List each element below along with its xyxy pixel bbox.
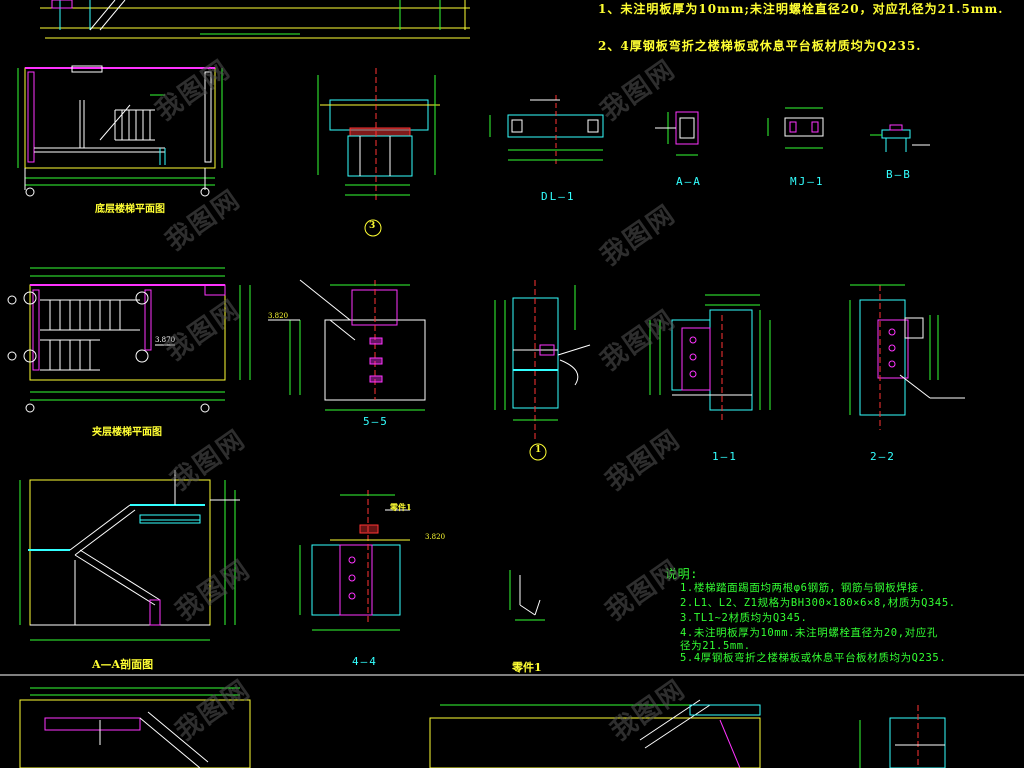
section-1-1: [649, 294, 771, 420]
top-partial-drawing: [40, 0, 470, 39]
label-4-4: 4—4: [352, 655, 378, 668]
label-section-aa: A—A剖面图: [92, 658, 154, 671]
notes-title: 说明:: [665, 567, 699, 581]
section-5-5: [268, 279, 426, 411]
label-a-a: A—A: [676, 175, 702, 188]
label-detail-3: 3: [369, 221, 376, 231]
detail-1: [494, 280, 591, 461]
ground-floor-plan: [17, 65, 223, 197]
bottom-drawing-right: [859, 705, 946, 768]
detail-mj-1: [767, 107, 824, 149]
elevation-3870: 3.870: [155, 336, 176, 344]
elevation-3820: 3.820: [268, 312, 289, 320]
label-2-2: 2—2: [870, 450, 896, 463]
detail-a-a: [655, 111, 699, 156]
label-ground-plan: 底层楼梯平面图: [95, 204, 165, 215]
label-detail-1: 1: [535, 445, 542, 455]
note-item-4: 4.未注明板厚为10mm.未注明螺栓直径为20,对应孔: [680, 627, 938, 639]
top-note-2: 2、4厚钢板弯折之楼梯板或休息平台板材质均为Q235.: [598, 39, 922, 53]
label-part1-tag: 零件1: [390, 502, 412, 512]
label-mid-plan: 夹层楼梯平面图: [92, 427, 162, 438]
note-item-1: 1.楼梯踏面踢面均两根φ6钢筋，钢筋与钢板焊接.: [680, 582, 926, 594]
label-b-b: B—B: [886, 168, 912, 181]
note-item-2: 2.L1、L2、Z1规格为BH300×180×6×8,材质为Q345.: [680, 597, 956, 609]
section-a-a: [19, 470, 240, 641]
label-dl1: DL—1: [541, 190, 576, 203]
mid-floor-plan: [7, 267, 251, 413]
bottom-drawing-middle: [429, 699, 761, 768]
elevation-3820-b: 3.820: [425, 533, 446, 541]
label-5-5: 5—5: [363, 415, 389, 428]
part-1: [509, 570, 545, 621]
label-mj1: MJ—1: [790, 175, 825, 188]
detail-dl-1: [489, 95, 604, 165]
section-4-4: [299, 490, 410, 631]
detail-b-b: [870, 124, 930, 152]
label-1-1: 1—1: [712, 450, 738, 463]
label-part1: 零件1: [512, 661, 542, 674]
bottom-drawing-left: [19, 687, 251, 768]
note-item-5: 5.4厚钢板弯折之楼梯板或休息平台板材质均为Q235.: [680, 652, 947, 664]
top-note-1: 1、未注明板厚为10mm;未注明螺栓直径20，对应孔径为21.5mm.: [598, 2, 1004, 16]
detail-3: [317, 68, 440, 237]
section-2-2: [849, 284, 965, 430]
note-item-3: 3.TL1~2材质均为Q345.: [680, 612, 808, 624]
note-item-4-cont: 径为21.5mm.: [680, 640, 751, 652]
